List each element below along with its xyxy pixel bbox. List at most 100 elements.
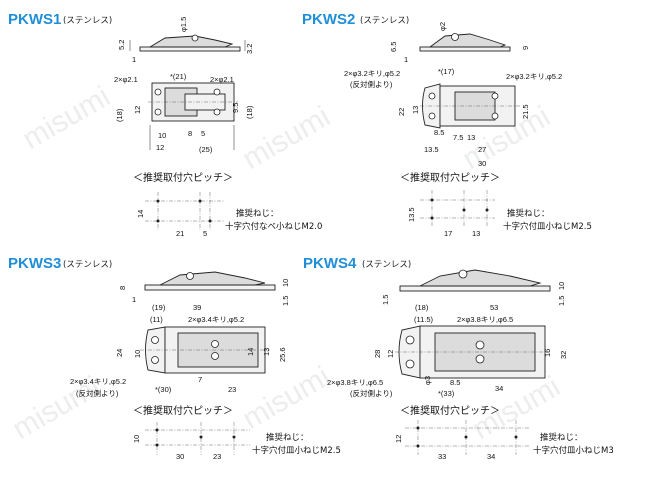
dimension-label: *(30) xyxy=(155,385,172,394)
pitch-diagram: 14 21 5 xyxy=(136,192,225,238)
screw-label: 推奨ねじ： xyxy=(266,432,309,443)
panel-pkws3: PKWS3 (ステンレス) 8 1 10 1.5 (19) 39 2×φ3.4キ… xyxy=(8,255,341,461)
dimension-label: 2×φ3.2キリ,φ5.2 xyxy=(506,72,562,81)
dimension-label: 10 xyxy=(557,282,566,290)
part-outline xyxy=(399,285,551,292)
dimension-label: 30 xyxy=(176,452,184,461)
mounting-hole xyxy=(491,92,499,100)
dimension-label: 27 xyxy=(478,145,486,154)
mounting-hole xyxy=(155,428,159,432)
dimension-label: 7.5 xyxy=(453,133,463,142)
dimension-label: 5 xyxy=(201,129,205,138)
dimension-label: (18) xyxy=(115,108,124,122)
part-outline xyxy=(148,35,234,48)
mounting-hole xyxy=(475,354,485,364)
dimension-label: 22 xyxy=(397,108,406,116)
mounting-hole xyxy=(405,335,415,345)
mounting-hole xyxy=(154,108,162,116)
mounting-hole xyxy=(405,359,415,369)
screw-label: 推奨ねじ： xyxy=(540,432,583,443)
dimension-label: 2×φ3.2キリ,φ5.2 xyxy=(344,69,400,78)
dimension-label: 8.5 xyxy=(450,378,460,387)
mounting-hole xyxy=(416,444,420,448)
dimension-label: 23 xyxy=(228,385,236,394)
panel-pkws1: PKWS1 (ステンレス) 5.2 1 φ1.5 3.2 2×φ2. xyxy=(8,11,322,238)
dimension-label: 13 xyxy=(467,133,475,142)
dimension-label: (18) xyxy=(415,303,429,312)
mounting-hole xyxy=(151,336,159,344)
dimension-label: 14 xyxy=(136,210,145,218)
dimension-label: 5 xyxy=(203,229,207,238)
dimension-label: 2×φ2.1 xyxy=(114,75,138,84)
dimension-label: 13 xyxy=(472,229,480,238)
screw-label: 推奨ねじ： xyxy=(507,208,550,219)
model-title: PKWS4 xyxy=(303,255,357,272)
material-label: (ステンレス) xyxy=(362,260,411,270)
dimension-label: 12 xyxy=(133,106,142,114)
material-label: (ステンレス) xyxy=(360,16,409,26)
mounting-hole xyxy=(485,208,489,212)
dimension-label: 10 xyxy=(281,279,290,287)
dimension-label: 8.5 xyxy=(434,128,444,137)
recommended-screw: 十字穴付皿小ねじM3 xyxy=(533,445,614,456)
dimension-label: 25.6 xyxy=(278,347,287,362)
mounting-hole xyxy=(213,88,221,96)
dimension-label: 39 xyxy=(193,303,201,312)
mounting-hole xyxy=(186,272,194,280)
dimension-label: 2×φ3.8キリ,φ6.5 xyxy=(457,315,513,324)
recommended-screw: 十字穴付皿小ねじM2.5 xyxy=(503,221,592,232)
dimension-label: 12 xyxy=(386,350,395,358)
side-view: 8 1 10 1.5 xyxy=(118,271,290,306)
mounting-hole xyxy=(428,112,436,120)
mounting-hole xyxy=(430,216,434,220)
dimension-label: 9 xyxy=(521,46,530,50)
side-view: 5.2 1 φ1.5 3.2 xyxy=(117,17,254,64)
dimension-label: 2×φ3.4キリ,φ5.2 xyxy=(70,377,126,386)
dimension-label: *(21) xyxy=(170,72,187,81)
dimension-label: 17 xyxy=(444,229,452,238)
dimension-label: 13 xyxy=(262,348,271,356)
part-outline xyxy=(428,33,507,48)
top-view: (19) 39 2×φ3.4キリ,φ5.2 (11) 24 10 14 13 2… xyxy=(70,303,287,398)
dimension-label: 1.5 xyxy=(281,296,290,306)
mounting-hole xyxy=(191,34,199,42)
part-outline xyxy=(419,46,511,52)
model-title: PKWS2 xyxy=(302,11,355,28)
dimension-label: 28 xyxy=(373,350,382,358)
dimension-label: 1.5 xyxy=(381,295,390,305)
dimension-label: 1 xyxy=(132,55,136,64)
mounting-hole xyxy=(154,88,162,96)
pitch-diagram: 12 33 34 xyxy=(394,420,530,461)
mounting-hole xyxy=(211,340,219,348)
dimension-label: (19) xyxy=(152,303,166,312)
dimension-label: (反対側より) xyxy=(76,388,119,398)
dimension-label: (11.5) xyxy=(414,315,434,324)
dimension-label: 9.5 xyxy=(231,103,240,113)
dimension-label: 30 xyxy=(478,159,486,168)
dimension-label: 23 xyxy=(213,452,221,461)
dimension-label: 13 xyxy=(411,106,420,114)
pitch-title: ＜推奨取付穴ピッチ＞ xyxy=(133,171,233,184)
part-outline xyxy=(144,284,276,291)
recommended-screw: 十字穴付皿小ねじM2.5 xyxy=(252,445,341,456)
mounting-hole xyxy=(211,352,219,360)
dimension-label: 2×φ2.1 xyxy=(210,75,234,84)
mounting-hole xyxy=(475,340,485,350)
part-outline xyxy=(159,271,266,286)
mounting-hole xyxy=(199,435,203,439)
dimension-label: φ2 xyxy=(438,22,447,31)
top-view: 2×φ3.2キリ,φ5.2 (反対側より) *(17) 2×φ3.2キリ,φ5.… xyxy=(344,67,562,168)
dimension-label: φ1.5 xyxy=(179,17,188,32)
side-view: 6.5 1 φ2 9 xyxy=(389,22,530,64)
dimension-label: 32 xyxy=(559,351,568,359)
mounting-hole xyxy=(428,92,436,100)
mounting-hole xyxy=(156,219,160,223)
dimension-label: 33 xyxy=(438,452,446,461)
pitch-title: ＜推奨取付穴ピッチ＞ xyxy=(400,404,500,417)
dimension-label: 1 xyxy=(132,295,136,304)
dimension-label: 24 xyxy=(115,349,124,357)
mounting-hole xyxy=(156,199,160,203)
mounting-hole xyxy=(430,198,434,202)
mounting-hole xyxy=(198,199,202,203)
dimension-label: 5.2 xyxy=(117,40,126,50)
